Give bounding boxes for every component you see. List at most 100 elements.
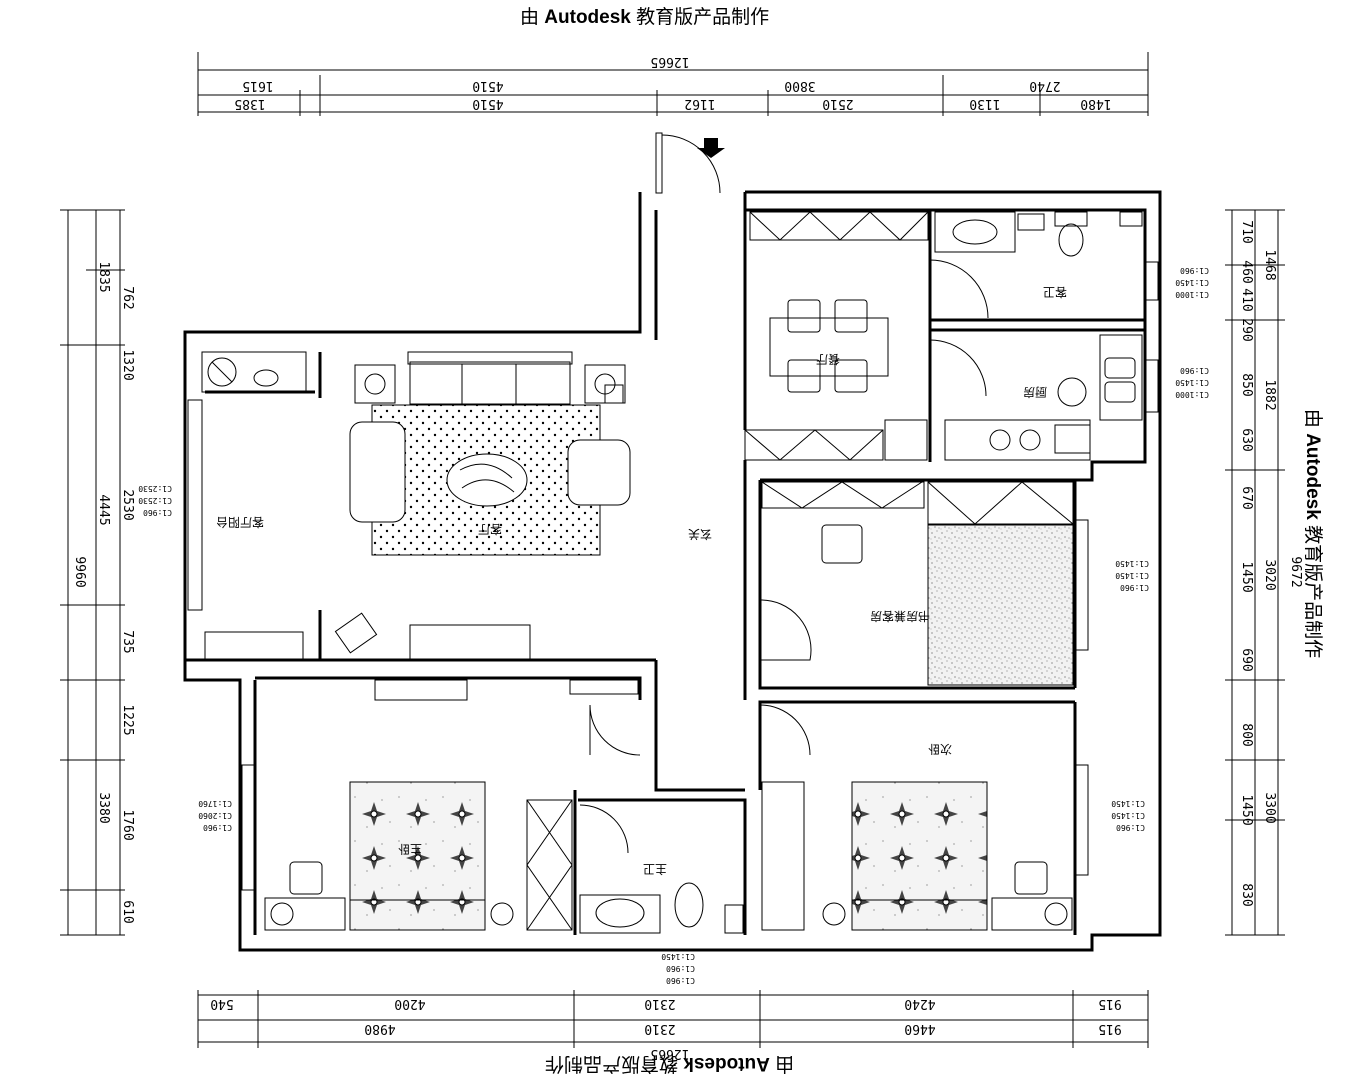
- dim-bottom-2: 4200: [394, 996, 425, 1011]
- dim-top-10: 1480: [1080, 96, 1111, 111]
- label-foyer: 玄关: [688, 527, 712, 542]
- note-master-bath-1: C1:960: [666, 976, 695, 985]
- dim-right-14: 800: [1239, 723, 1254, 746]
- label-study: 书房兼客房: [870, 609, 930, 624]
- label-living: 客厅: [478, 522, 502, 537]
- note-study-1: C1:960: [1120, 583, 1149, 592]
- dim-right-8: 290: [1239, 318, 1254, 341]
- dim-left-total: 9960: [72, 556, 87, 587]
- dim-right-10: 630: [1239, 428, 1254, 451]
- master-bedroom-furniture: [264, 679, 639, 931]
- dim-top-6: 4510: [472, 96, 503, 111]
- watermark-suffix: 教育版产品制作: [636, 7, 770, 28]
- master-bath-fixtures: [579, 882, 744, 934]
- entry-arrow-icon: [697, 138, 725, 158]
- dim-right-15: 1450: [1239, 794, 1254, 825]
- windows: [187, 261, 1159, 891]
- watermark-brand: Autodesk: [544, 7, 631, 28]
- window-notes: C1:1000 C1:1450 C1:960 C1:1000 C1:1450 C…: [138, 266, 1209, 985]
- label-second-bedroom: 次卧: [928, 742, 952, 756]
- dim-left-8: 1225: [120, 704, 135, 735]
- dim-top-4: 2740: [1029, 78, 1060, 93]
- note-balcony-2: C1:2530: [138, 496, 172, 505]
- kitchen-fixtures: [944, 334, 1143, 461]
- note-guest-bath-2: C1:1450: [1175, 278, 1209, 287]
- dim-right-5: 710: [1239, 220, 1254, 243]
- dim-left-4: 762: [120, 286, 135, 309]
- dim-right-16: 830: [1239, 883, 1254, 906]
- note-guest-bath-1: C1:1000: [1175, 290, 1209, 299]
- dim-right-4: 3300: [1262, 792, 1277, 823]
- dim-bottom-6: 4980: [364, 1021, 395, 1036]
- note-master-bath-2: C1:960: [666, 964, 695, 973]
- label-kitchen: 厨房: [1023, 385, 1047, 400]
- dim-left-6: 2530: [120, 489, 135, 520]
- dim-bottom-total: 12665: [650, 1046, 689, 1061]
- dim-left-7: 735: [120, 630, 135, 653]
- dim-left-9: 1760: [120, 809, 135, 840]
- note-guest-bath-3: C1:960: [1180, 266, 1209, 275]
- dim-bottom-9: 915: [1098, 1021, 1121, 1036]
- dim-right-9: 850: [1239, 373, 1254, 396]
- note-second-bedroom-1: C1:960: [1116, 823, 1145, 832]
- note-master-bedroom-3: C1:1760: [198, 799, 232, 808]
- dim-top-9: 1130: [969, 96, 1000, 111]
- dim-left-10: 610: [120, 900, 135, 923]
- dim-bottom-3: 2310: [644, 996, 675, 1011]
- dimension-texts: 12665 1615 4510 3800 2740 1385 4510 1162…: [72, 54, 1303, 1061]
- watermark-top: 由 Autodesk 教育版产品制作: [520, 2, 769, 29]
- walls: [183, 190, 1162, 952]
- dim-bottom-8: 4460: [904, 1021, 935, 1036]
- dim-right-11: 670: [1239, 486, 1254, 509]
- label-dining: 餐厅: [816, 352, 840, 367]
- label-guest-bath: 客卫: [1043, 285, 1067, 300]
- dim-top-8: 2510: [822, 96, 853, 111]
- note-study-2: C1:1450: [1115, 571, 1149, 580]
- note-master-bedroom-2: C1:2060: [198, 811, 232, 820]
- dim-top-7: 1162: [684, 96, 715, 111]
- note-balcony-3: C1:2530: [138, 484, 172, 493]
- interior-doors: [579, 259, 989, 854]
- note-kitchen-2: C1:1450: [1175, 378, 1209, 387]
- dimension-lines: [67, 69, 1279, 1043]
- dim-bottom-5: 915: [1098, 996, 1121, 1011]
- second-bedroom-furniture: [761, 781, 1073, 931]
- dim-top-1: 1615: [242, 78, 273, 93]
- note-second-bedroom-3: C1:1450: [1111, 799, 1145, 808]
- dim-left-2: 4445: [96, 494, 111, 525]
- note-balcony-1: C1:960: [143, 508, 172, 517]
- dim-right-total: 9672: [1288, 556, 1303, 587]
- dim-top-5: 1385: [234, 96, 265, 111]
- dining-furniture: [744, 211, 929, 461]
- dim-left-5: 1320: [120, 349, 135, 380]
- dim-bottom-7: 2310: [644, 1021, 675, 1036]
- note-kitchen-1: C1:1000: [1175, 390, 1209, 399]
- dim-right-2: 1882: [1262, 379, 1277, 410]
- dim-right-3: 3020: [1262, 559, 1277, 590]
- study-furniture: [761, 481, 1074, 686]
- dim-bottom-4: 4240: [904, 996, 935, 1011]
- dim-right-1: 1468: [1262, 249, 1277, 280]
- note-kitchen-3: C1:960: [1180, 366, 1209, 375]
- dim-right-7: 410: [1239, 288, 1254, 311]
- room-labels: 客厅 玄关 餐厅 客厅阳台 厨房 客卫 书房兼客房 主卧 主卫 次卧: [216, 285, 1067, 876]
- label-balcony: 客厅阳台: [216, 515, 264, 530]
- dim-top-3: 3800: [784, 78, 815, 93]
- balcony-fixtures: [201, 351, 307, 661]
- dim-right-13: 690: [1239, 648, 1254, 671]
- dim-left-1: 1835: [96, 261, 111, 292]
- dim-top-2: 4510: [472, 78, 503, 93]
- entrance-door[interactable]: [655, 132, 725, 194]
- guest-bath-fixtures: [934, 211, 1143, 257]
- note-second-bedroom-2: C1:1450: [1111, 811, 1145, 820]
- dim-right-6: 460: [1239, 260, 1254, 283]
- watermark-prefix: 由: [520, 7, 540, 28]
- label-master-bedroom: 主卧: [398, 842, 422, 856]
- dimension-ticks: [60, 52, 1285, 1048]
- note-master-bath-3: C1:1450: [661, 952, 695, 961]
- note-study-3: C1:1450: [1115, 559, 1149, 568]
- living-furniture: [334, 351, 631, 661]
- dim-bottom-1: 540: [210, 996, 233, 1011]
- dim-left-3: 3380: [96, 792, 111, 823]
